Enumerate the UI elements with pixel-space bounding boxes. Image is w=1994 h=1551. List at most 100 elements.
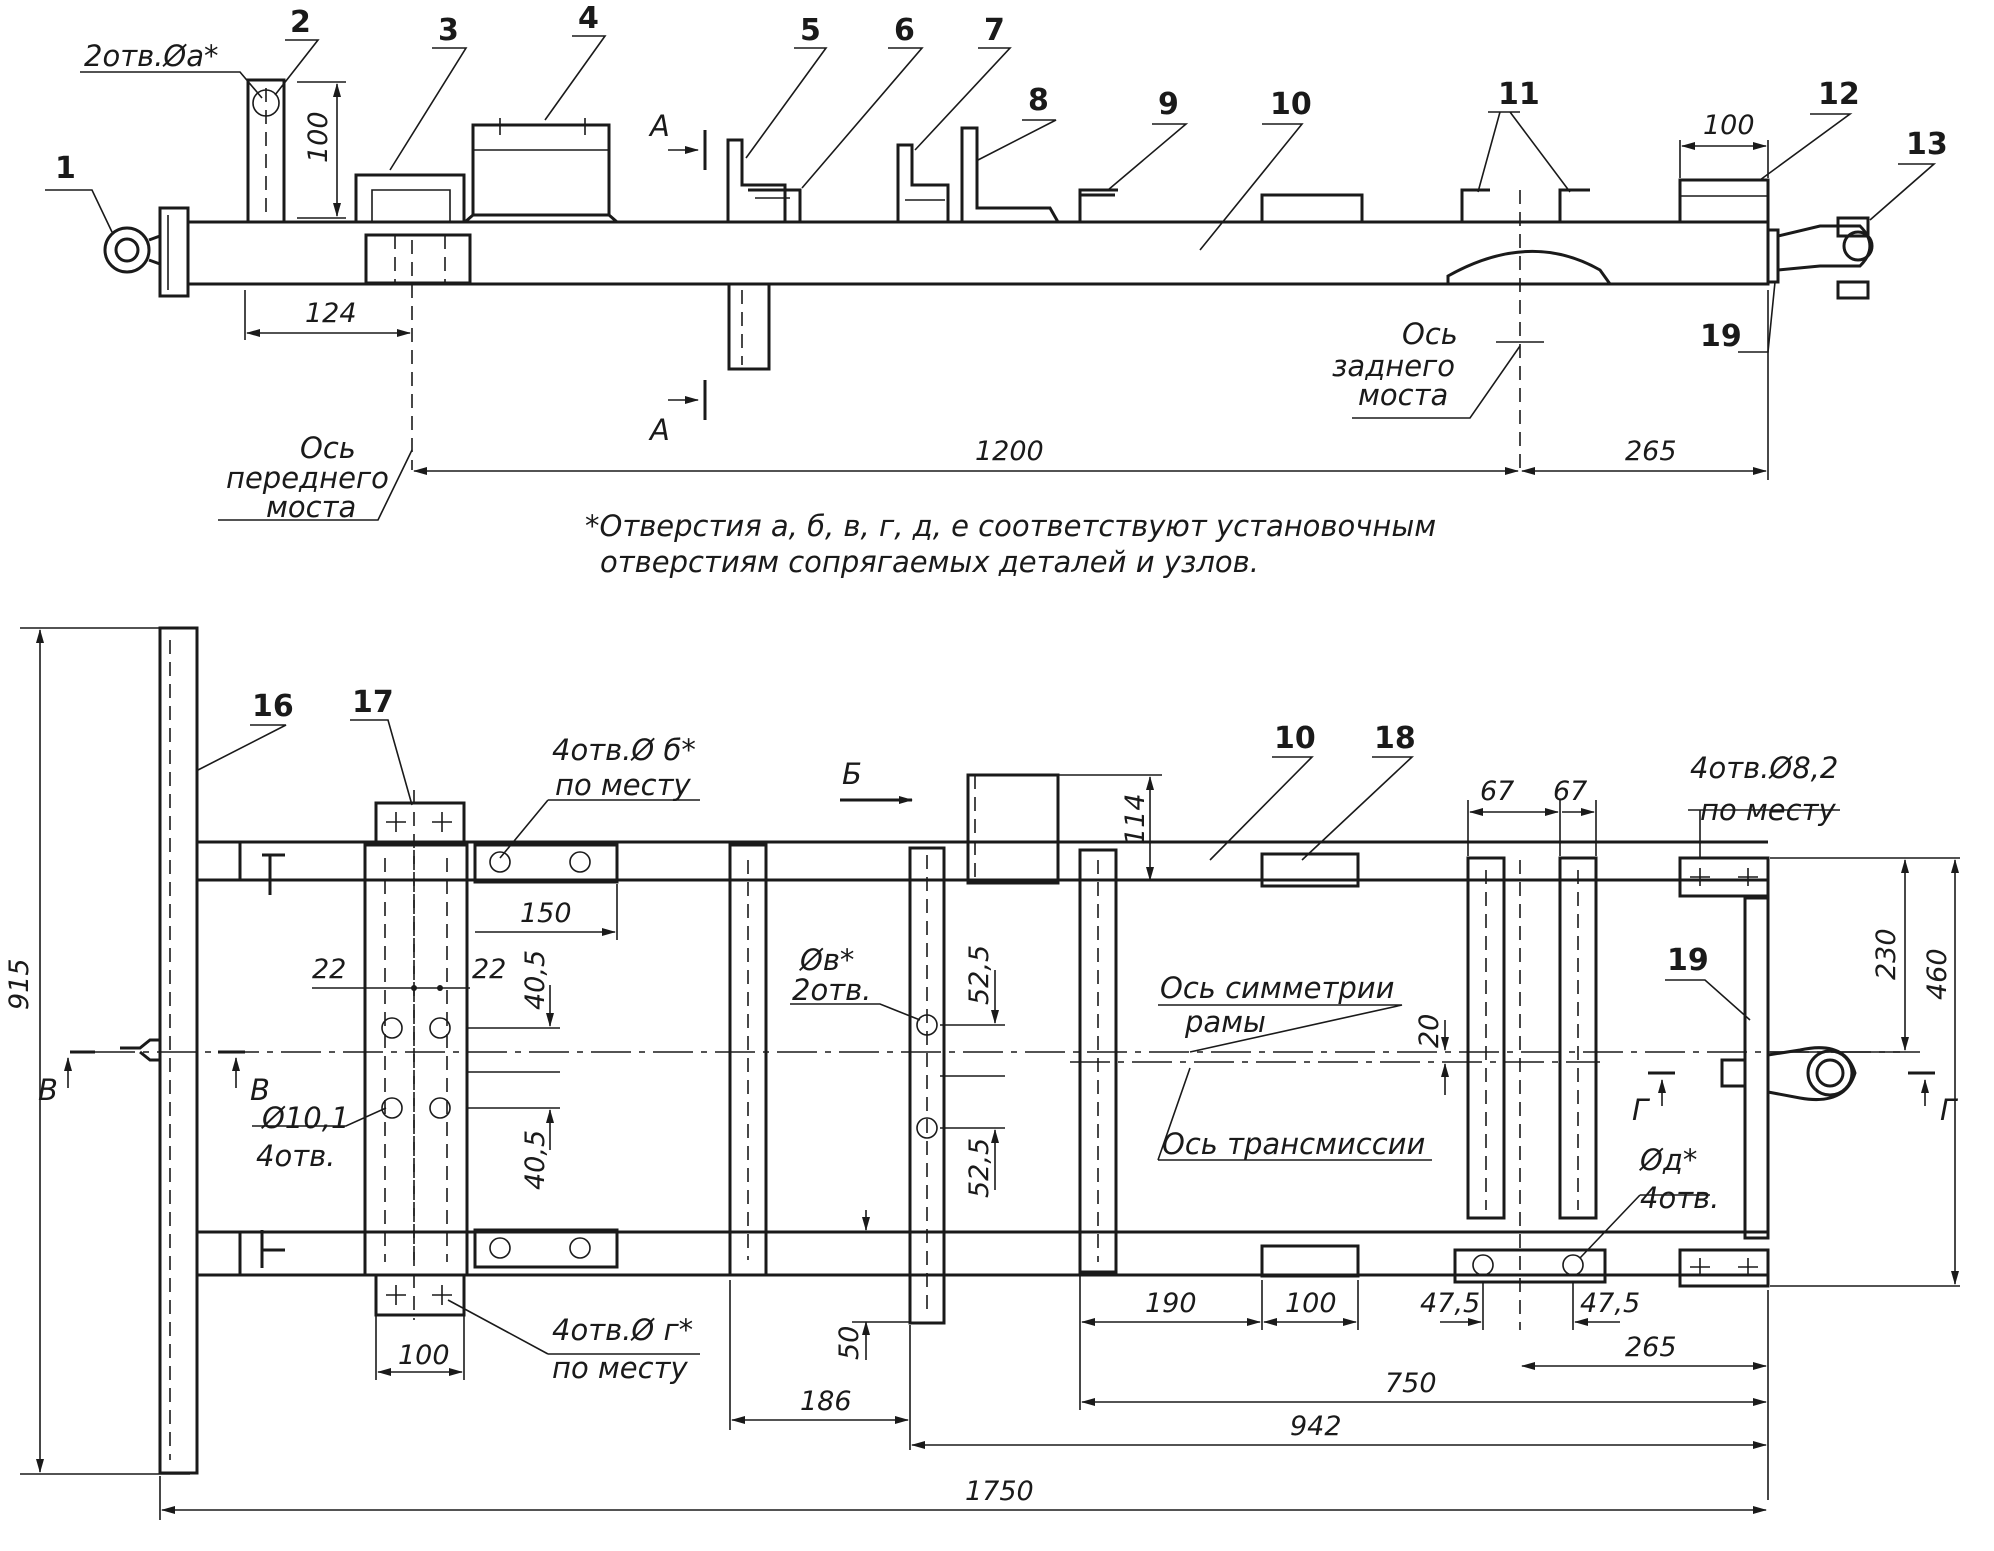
dim-460: 460 [1922, 948, 1953, 1000]
callout-6: 6 [894, 13, 915, 48]
arrow-b-label: Б [842, 757, 862, 791]
block-18 [1260, 852, 1360, 888]
trans-axis-label: Ось трансмиссии [1162, 1127, 1425, 1161]
front-axle-label-3: моста [266, 490, 356, 524]
rear-clevis [1776, 216, 1874, 300]
holes-82-note: 4отв.Ø8,2 [1690, 751, 1838, 785]
dim-525b: 52,5 [964, 1138, 995, 1198]
footnote: *Отверстия а, б, в, г, д, е соответствую… [585, 509, 1436, 579]
callout-19-side: 19 [1700, 319, 1742, 354]
callout-4: 4 [578, 1, 599, 36]
dim-750: 750 [1385, 1368, 1437, 1399]
sym-axis-label-1: Ось симметрии [1160, 971, 1394, 1005]
rear-axle-label-3: моста [1358, 378, 1448, 412]
dim-100-top: 100 [303, 111, 334, 163]
holes-g-note: 4отв.Ø г* [552, 1313, 693, 1347]
rear-cross-19 [1743, 896, 1770, 1240]
holes-82-place: по месту [1700, 793, 1836, 827]
crossbar-b [1078, 848, 1118, 1274]
callout-3: 3 [438, 13, 459, 48]
dim-265-plan: 265 [1625, 1332, 1677, 1363]
callout-13: 13 [1906, 127, 1948, 162]
front-axle-label-1: Ось [300, 431, 356, 465]
holes-b-note: 4отв.Ø б* [552, 733, 696, 767]
callout-9: 9 [1158, 87, 1179, 122]
callout-10: 10 [1270, 87, 1312, 122]
side-callouts: 1 2 3 4 5 6 7 8 9 10 11 12 13 19 [45, 1, 1948, 354]
rail-bottom [197, 1230, 1768, 1277]
callout-2: 2 [290, 5, 311, 40]
bracket-part-9 [1078, 188, 1118, 222]
dim-67a: 67 [1480, 776, 1514, 807]
callout-10-plan: 10 [1274, 721, 1316, 756]
rear-axle-label-2: заднего [1332, 349, 1455, 383]
holes-g-place: по месту [552, 1351, 688, 1385]
dim-405a: 40,5 [520, 950, 551, 1010]
holes-b-place: по месту [555, 768, 691, 802]
bracket-part-11b [1558, 188, 1590, 222]
dim-525a: 52,5 [964, 945, 995, 1005]
dim-230: 230 [1871, 928, 1902, 980]
callout-18: 18 [1374, 721, 1416, 756]
section-a-top-label: А [648, 109, 670, 143]
callout-11: 11 [1498, 77, 1540, 112]
dim-114: 114 [1120, 793, 1151, 845]
footnote-line-1: *Отверстия а, б, в, г, д, е соответствую… [585, 509, 1436, 543]
callout-16: 16 [252, 689, 294, 724]
bracket-part-12 [1678, 178, 1770, 224]
rear-tow-eye [1720, 1046, 1857, 1102]
bracket-part-11a [1460, 188, 1490, 222]
plan-callouts: 16 17 10 18 19 [197, 685, 1751, 1021]
holes-v-note: Øв* [799, 943, 854, 977]
side-frame-beam [186, 220, 1770, 286]
bracket-part-5 [726, 138, 787, 222]
rail-top [197, 840, 1768, 882]
bracket-part-8 [960, 126, 1060, 223]
rear-axle-label-1: Ось [1402, 317, 1458, 351]
battery-box-part-4 [471, 123, 611, 217]
dim-22b: 22 [472, 954, 506, 985]
sym-axis-label-2: рамы [1184, 1005, 1266, 1039]
callout-7: 7 [984, 13, 1005, 48]
dim-405b: 40,5 [520, 1130, 551, 1190]
callout-19-plan: 19 [1667, 943, 1709, 978]
dim-475b: 47,5 [1580, 1288, 1640, 1319]
dim-50: 50 [834, 1326, 865, 1360]
holes-d-note: Øд* [1639, 1143, 1697, 1177]
dim-124: 124 [305, 298, 357, 329]
dim-1200: 1200 [975, 436, 1044, 467]
bracket-part-2 [246, 78, 286, 224]
plan-notes: 4отв.Ø б* по месту 4отв.Ø8,2 по месту 4о… [252, 733, 1840, 1385]
bracket-part-7 [896, 143, 950, 222]
callout-5: 5 [800, 13, 821, 48]
dim-20: 20 [1414, 1014, 1445, 1048]
section-v-right: В [250, 1073, 270, 1107]
dim-22a: 22 [312, 954, 346, 985]
holes-101-note: Ø10,1 [261, 1101, 349, 1135]
callout-12: 12 [1818, 77, 1860, 112]
section-a-bottom-label: А [648, 413, 670, 447]
dim-942: 942 [1290, 1411, 1342, 1442]
holes-v-count: 2отв. [792, 973, 871, 1007]
dim-100-right: 100 [1703, 110, 1755, 141]
crossbar-a [728, 843, 768, 1277]
dim-475a: 47,5 [1420, 1288, 1480, 1319]
front-tow-eye [103, 226, 162, 274]
dim-150: 150 [520, 898, 572, 929]
center-block [1260, 193, 1364, 224]
plan-view: В В Г Г Б Ось симметрии рамы Ось трансми… [38, 626, 1959, 1475]
dim-1750: 1750 [965, 1476, 1034, 1507]
plan-dimensions: 915 114 150 22 22 40,5 40,5 52,5 52,5 67… [4, 627, 1960, 1520]
callout-8: 8 [1028, 83, 1049, 118]
channel-right [1558, 856, 1598, 1220]
callout-17: 17 [352, 685, 394, 720]
front-bumper-16 [158, 626, 199, 1475]
channel-left [1466, 856, 1506, 1220]
dim-186: 186 [800, 1386, 852, 1417]
dim-67b: 67 [1553, 776, 1587, 807]
dim-915: 915 [4, 958, 35, 1010]
cross-member-17 [363, 843, 469, 1277]
callout-1: 1 [55, 151, 76, 186]
footnote-line-2: отверстиям сопрягаемых деталей и узлов. [600, 545, 1259, 579]
